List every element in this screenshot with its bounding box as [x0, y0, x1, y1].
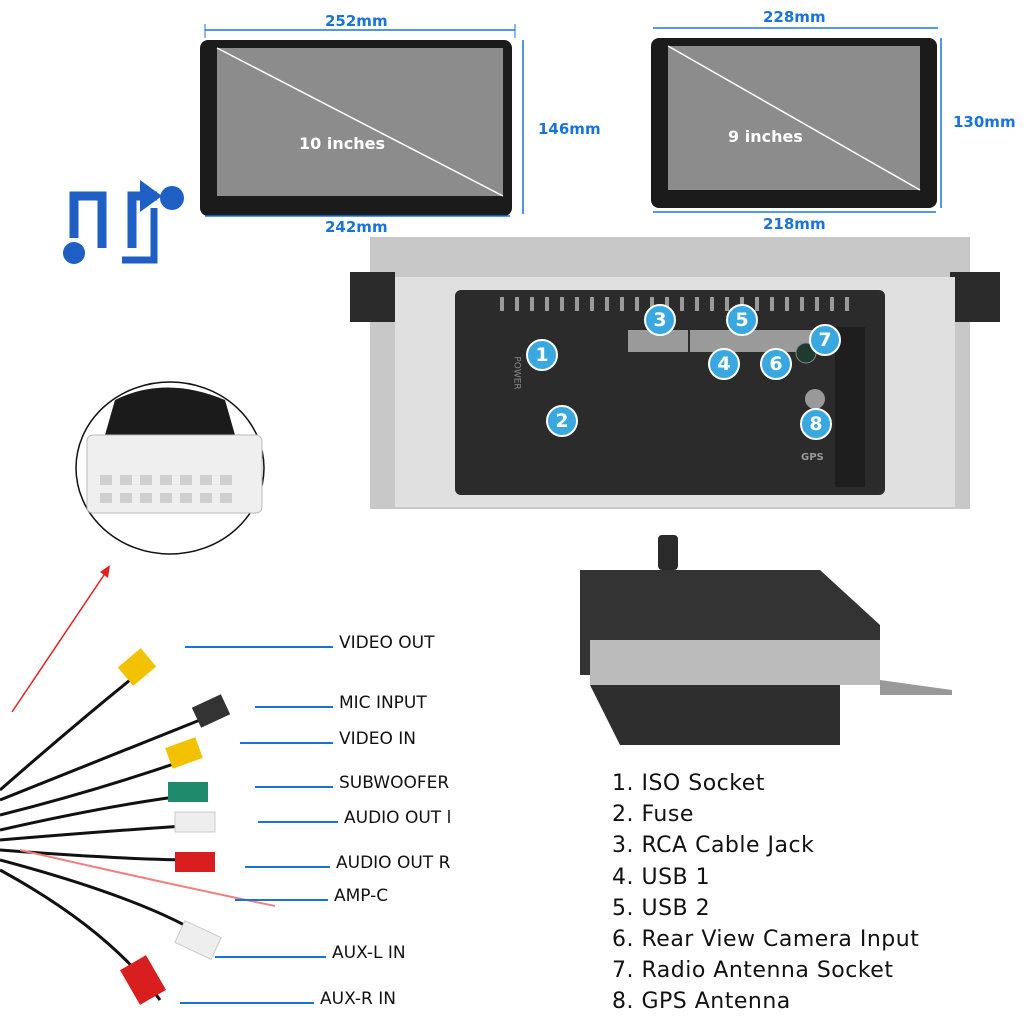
port-marker-4: 4: [708, 348, 740, 380]
cable-label: SUBWOOFER: [339, 773, 450, 793]
dim-9-bottom: 218mm: [763, 215, 826, 233]
pointer-line: [255, 786, 333, 788]
pointer-line: [240, 742, 333, 744]
legend-item: 7. Radio Antenna Socket: [612, 958, 894, 984]
port-marker-7: 7: [809, 324, 841, 356]
legend-item: 1. ISO Socket: [612, 771, 765, 796]
screen-9-inch: [651, 27, 942, 213]
cable-label: AUDIO OUT R: [336, 853, 451, 873]
port-marker-5: 5: [726, 304, 758, 336]
cable-label: MIC INPUT: [339, 693, 427, 713]
dim-10-height: 146mm: [538, 120, 601, 138]
legend-item: 8. GPS Antenna: [612, 989, 791, 1015]
legend-item: 3. RCA Cable Jack: [612, 833, 815, 859]
cable-label: AUDIO OUT l: [344, 808, 452, 828]
cable-label: AUX-L IN: [332, 943, 406, 963]
cable-label: VIDEO IN: [339, 729, 416, 749]
power-label: POWER: [511, 356, 522, 390]
back-panel: [350, 237, 1000, 509]
port-marker-6: 6: [760, 348, 792, 380]
pointer-line: [258, 821, 338, 823]
screen-10-inch: [200, 24, 524, 217]
legend-item: 6. Rear View Camera Input: [612, 927, 920, 953]
screen-10-label: 10 inches: [299, 134, 385, 153]
pointer-line: [255, 706, 333, 708]
pointer-line: [215, 956, 326, 958]
cable-label: AMP-C: [334, 886, 389, 906]
legend-item: 4. USB 1: [612, 864, 711, 890]
brand-logo-icon: [63, 180, 184, 264]
pointer-line: [185, 646, 333, 648]
pointer-line: [245, 866, 330, 868]
dim-10-top: 252mm: [325, 12, 388, 30]
pointer-line: [180, 1002, 314, 1004]
port-marker-8: 8: [800, 408, 832, 440]
cable-label: VIDEO OUT: [339, 633, 435, 653]
port-legend: 1. ISO Socket 2. Fuse 3. RCA Cable Jack …: [612, 768, 919, 1018]
iso-connector-closeup: [75, 381, 265, 555]
dim-10-bottom: 242mm: [325, 218, 388, 236]
port-marker-2: 2: [546, 405, 578, 437]
gps-label: GPS: [801, 452, 824, 463]
pointer-line: [235, 899, 328, 901]
port-marker-3: 3: [644, 304, 676, 336]
dim-9-height: 130mm: [953, 113, 1016, 131]
port-marker-1: 1: [526, 339, 558, 371]
red-arrow-icon: [11, 565, 110, 713]
unit-side-view: [580, 535, 952, 745]
rca-cable-harness: [0, 648, 276, 1005]
legend-item: 2. Fuse: [612, 802, 694, 828]
cable-label: AUX-R IN: [320, 989, 396, 1009]
legend-item: 5. USB 2: [612, 895, 711, 921]
dim-9-top: 228mm: [763, 8, 826, 26]
screen-9-label: 9 inches: [728, 127, 803, 146]
